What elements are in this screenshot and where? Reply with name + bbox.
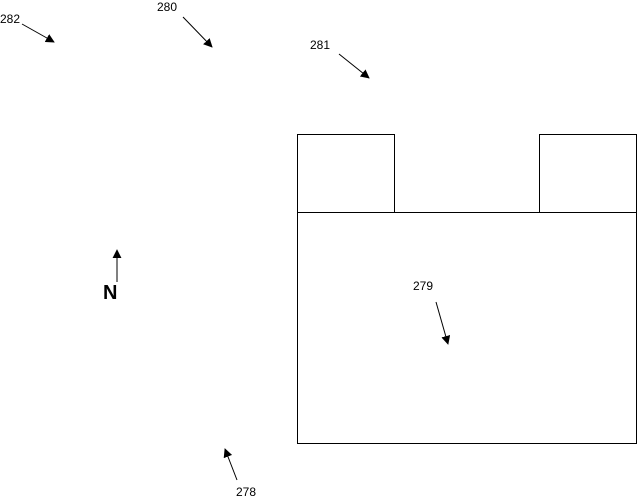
- leader-arrow-278-icon: [223, 448, 238, 481]
- reference-label-281: 281: [310, 38, 330, 52]
- reference-label-282: 282: [0, 12, 20, 26]
- leader-arrow-279-icon: [435, 301, 451, 345]
- reference-label-279: 279: [413, 279, 433, 293]
- left-upper-block: [297, 134, 395, 213]
- leader-arrow-282-icon: [21, 23, 55, 43]
- main-building-outline: [297, 212, 637, 444]
- right-upper-block: [539, 134, 637, 213]
- reference-label-278: 278: [236, 485, 256, 499]
- leader-arrow-280-icon: [182, 16, 213, 48]
- north-label: N: [103, 282, 117, 304]
- leader-arrow-281-icon: [338, 53, 370, 79]
- reference-label-280: 280: [157, 0, 177, 14]
